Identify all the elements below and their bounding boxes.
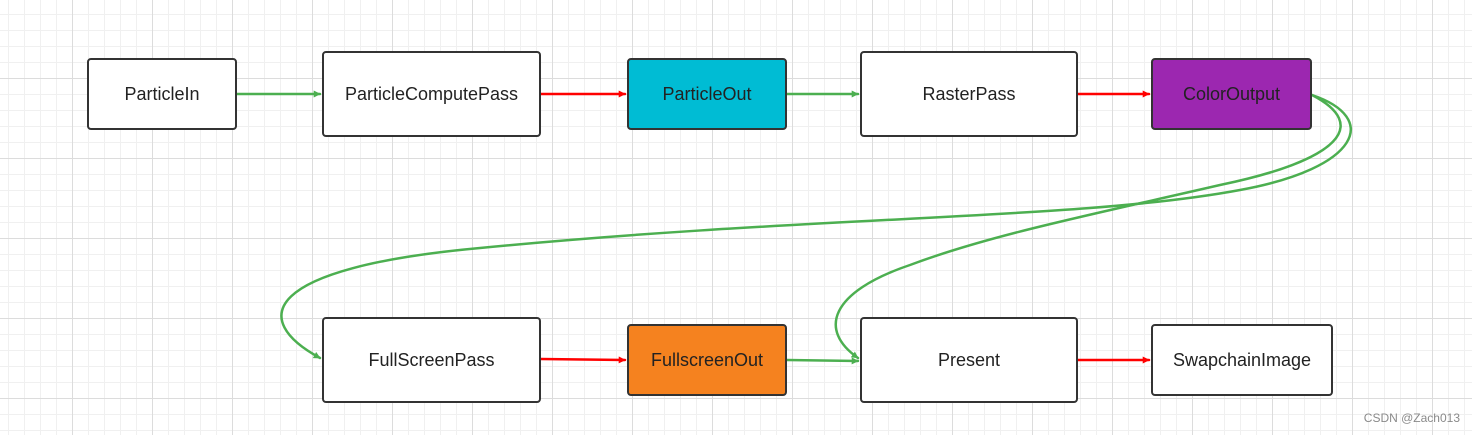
node-fullscreen-out[interactable]: FullscreenOut (627, 324, 787, 396)
edge-color-output-to-fullscreen-pass (280, 93, 1352, 360)
node-raster-pass[interactable]: RasterPass (860, 51, 1078, 137)
node-particle-in[interactable]: ParticleIn (87, 58, 237, 130)
node-particle-compute-pass[interactable]: ParticleComputePass (322, 51, 541, 137)
node-fullscreen-pass[interactable]: FullScreenPass (322, 317, 541, 403)
edge-fullscreen-pass-to-fullscreen-out (539, 356, 627, 364)
watermark-text: CSDN @Zach013 (1363, 411, 1460, 425)
edge-color-output-to-present (834, 93, 1342, 360)
node-present[interactable]: Present (860, 317, 1078, 403)
node-color-output[interactable]: ColorOutput (1151, 58, 1312, 130)
node-swapchain-image[interactable]: SwapchainImage (1151, 324, 1333, 396)
node-particle-out[interactable]: ParticleOut (627, 58, 787, 130)
edge-fullscreen-out-to-present (785, 357, 860, 365)
